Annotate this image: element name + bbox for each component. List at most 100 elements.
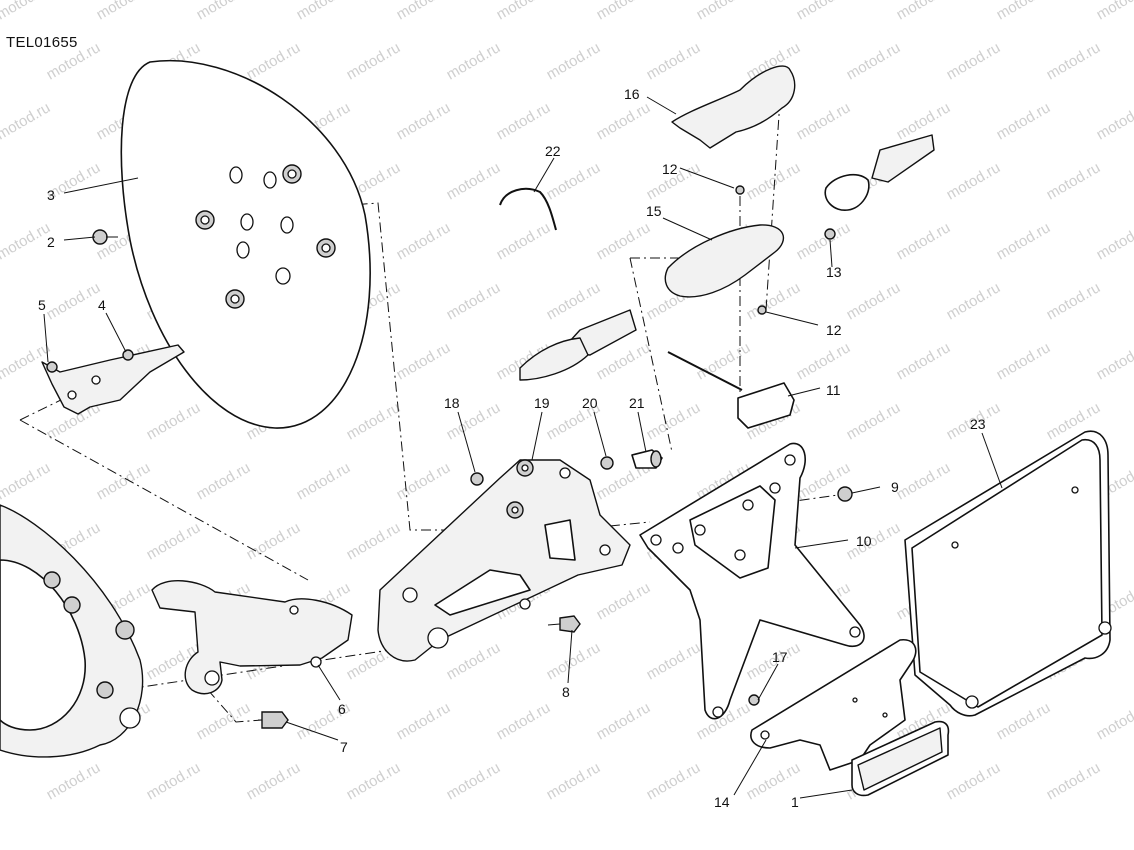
watermark-text: motod.ru	[844, 279, 904, 323]
watermark-text: motod.ru	[444, 639, 504, 683]
watermark-text: motod.ru	[44, 759, 104, 803]
watermark-text: motod.ru	[444, 759, 504, 803]
watermark-text: motod.ru	[394, 339, 454, 383]
callout-3: 3	[47, 187, 55, 203]
watermark-text: motod.ru	[344, 519, 404, 563]
watermark-text: motod.ru	[44, 279, 104, 323]
watermark-text: motod.ru	[244, 519, 304, 563]
mirror-bracket-part	[41, 344, 185, 415]
callout-19: 19	[534, 395, 550, 411]
callout-9: 9	[891, 479, 899, 495]
plate-light-bracket-part	[750, 639, 917, 771]
watermark-text: motod.ru	[494, 99, 554, 143]
headlight-bracket-part	[151, 580, 353, 695]
screw-part-8	[547, 615, 581, 633]
watermark-text: motod.ru	[644, 639, 704, 683]
headlight-assembly	[0, 504, 144, 758]
watermark-text: motod.ru	[444, 159, 504, 203]
watermark-text: motod.ru	[844, 399, 904, 443]
watermark-text: motod.ru	[594, 0, 654, 23]
tail-bracket-part	[377, 459, 631, 662]
watermark-text: motod.ru	[794, 0, 854, 23]
callout-labels: 1 2 3 4 5 6 7 8 9 10 11 12 12 13 14 15 1…	[38, 86, 986, 810]
watermark-text: motod.ru	[494, 219, 554, 263]
reflector-part	[851, 720, 950, 797]
callout-18: 18	[444, 395, 460, 411]
watermark-text: motod.ru	[394, 459, 454, 503]
bracket-hardware	[470, 449, 663, 486]
watermark-text: motod.ru	[944, 759, 1004, 803]
screw-part-2	[92, 229, 118, 245]
callout-6: 6	[338, 701, 346, 717]
watermark-text: motod.ru	[994, 0, 1054, 23]
watermark-text: motod.ru	[944, 159, 1004, 203]
callout-4: 4	[98, 297, 106, 313]
watermark-text: motod.ru	[344, 39, 404, 83]
callout-8: 8	[562, 684, 570, 700]
screw-part-7	[258, 711, 289, 729]
callout-7: 7	[340, 739, 348, 755]
watermark-text: motod.ru	[294, 0, 354, 23]
plate-holder-part	[639, 442, 865, 720]
watermark-text: motod.ru	[944, 279, 1004, 323]
watermark-text: motod.ru	[794, 219, 854, 263]
watermark-text: motod.ru	[744, 159, 804, 203]
watermark-text: motod.ru	[444, 279, 504, 323]
watermark-text: motod.ru	[1044, 39, 1104, 83]
watermark-text: motod.ru	[894, 219, 954, 263]
watermark-text: motod.ru	[1094, 339, 1134, 383]
callout-5: 5	[38, 297, 46, 313]
diagram-code: TEL01655	[6, 34, 78, 51]
watermark-text: motod.ru	[594, 699, 654, 743]
watermark-text: motod.ru	[1094, 0, 1134, 23]
callout-22: 22	[545, 143, 561, 159]
watermark-text: motod.ru	[894, 0, 954, 23]
watermark-text: motod.ru	[544, 639, 604, 683]
watermark-text: motod.ru	[394, 219, 454, 263]
watermark-text: motod.ru	[694, 0, 754, 23]
watermark-text: motod.ru	[994, 699, 1054, 743]
watermark-text: motod.ru	[0, 99, 53, 143]
watermark-text: motod.ru	[144, 399, 204, 443]
callout-12-top: 12	[662, 161, 678, 177]
watermark-text: motod.ru	[244, 759, 304, 803]
watermark-text: motod.ru	[594, 579, 654, 623]
callout-20: 20	[582, 395, 598, 411]
callout-11: 11	[826, 382, 841, 398]
watermark-text: motod.ru	[294, 459, 354, 503]
callout-2: 2	[47, 234, 55, 250]
watermark-text: motod.ru	[894, 459, 954, 503]
nut-part-17	[748, 694, 760, 706]
watermark-text: motod.ru	[644, 399, 704, 443]
watermark-text: motod.ru	[644, 759, 704, 803]
watermark-text: motod.ru	[144, 519, 204, 563]
callout-23: 23	[970, 416, 986, 432]
cable-clip-part	[499, 187, 557, 231]
callout-13: 13	[826, 264, 842, 280]
watermark-text: motod.ru	[544, 159, 604, 203]
watermark-text: motod.ru	[194, 459, 254, 503]
watermark-text: motod.ru	[744, 279, 804, 323]
watermark-text: motod.ru	[1094, 99, 1134, 143]
cover-part	[671, 65, 796, 149]
watermark-text: motod.ru	[394, 99, 454, 143]
watermark-text: motod.ru	[244, 39, 304, 83]
watermark-text: motod.ru	[144, 759, 204, 803]
callout-10: 10	[856, 533, 872, 549]
watermark-text: motod.ru	[1044, 759, 1104, 803]
watermark-text: motod.ru	[394, 699, 454, 743]
callout-21: 21	[629, 395, 645, 411]
license-plate-part	[904, 430, 1112, 717]
watermark-text: motod.ru	[994, 339, 1054, 383]
watermark-text: motod.ru	[844, 39, 904, 83]
watermark-text: motod.ru	[844, 519, 904, 563]
watermark-text: motod.ru	[444, 39, 504, 83]
callout-12-bottom: 12	[826, 322, 842, 338]
watermark-text: motod.ru	[194, 699, 254, 743]
watermark-text: motod.ru	[1094, 699, 1134, 743]
watermark-text: motod.ru	[994, 219, 1054, 263]
watermark-text: motod.ru	[0, 219, 53, 263]
watermark-text: motod.ru	[1044, 279, 1104, 323]
watermark-text: motod.ru	[1094, 219, 1134, 263]
watermark-text: motod.ru	[0, 459, 53, 503]
